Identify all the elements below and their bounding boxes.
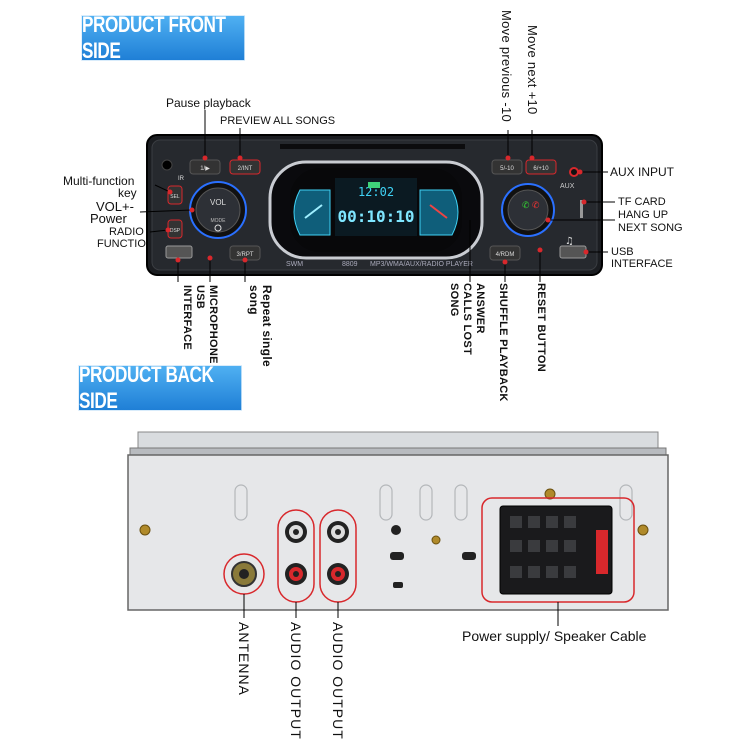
ir-window <box>161 159 173 171</box>
label-radio: RADIO <box>109 226 144 238</box>
mode-knob-label: MODE <box>211 218 227 224</box>
button-2-label: 2/INT <box>238 166 253 172</box>
music-note-icon: ♫ <box>565 236 574 247</box>
label-audio-output-1: AUDIO OUTPUT <box>288 622 304 740</box>
hangup-phone-icon: ✆ <box>532 201 540 211</box>
back-title-banner: PRODUCT BACK SIDE <box>79 362 242 413</box>
label-preview-all-songs: PREVIEW ALL SONGS <box>220 115 336 127</box>
label-aux-input: AUX INPUT <box>610 165 675 179</box>
front-panel-top-slot <box>280 144 465 149</box>
label-usb-right: USB <box>611 246 634 258</box>
label-shuffle-playback: SHUFFLE PLAYBACK <box>497 283 509 402</box>
front-title: PRODUCT FRONT SIDE <box>82 12 226 63</box>
label-repeat-single-song: Repeat single song <box>247 285 274 367</box>
ir-text: IR <box>178 176 185 182</box>
label-tf-card: TF CARD <box>618 196 666 208</box>
label-usb-right-interface: INTERFACE <box>611 258 673 270</box>
button-6 <box>525 159 557 175</box>
dsp-text: DSP <box>170 228 181 234</box>
label-reset-button: RESET BUTTON <box>535 283 547 372</box>
formats-text: MP3/WMA/AUX/RADIO PLAYER <box>370 261 473 268</box>
label-usb-interface-left: USB INTERFACE <box>181 285 206 351</box>
answer-phone-icon: ✆ <box>522 201 530 211</box>
label-answer-calls: ANSWER CALLS LOST SONG <box>448 283 486 356</box>
aux-text: AUX <box>560 183 575 190</box>
label-audio-output-2: AUDIO OUTPUT <box>330 622 346 740</box>
right-knob <box>507 189 549 231</box>
button-5-label: 5/-10 <box>500 166 514 172</box>
button-2 <box>229 159 261 175</box>
label-antenna: ANTENNA <box>236 622 252 696</box>
label-next-song: NEXT SONG <box>618 222 683 234</box>
label-move-next: Move next +10 <box>525 25 540 115</box>
vol-knob-label: VOL <box>210 198 227 207</box>
lcd-counter: 00:10:10 <box>337 207 414 226</box>
label-vol: VOL+- <box>96 199 134 214</box>
label-move-previous: Move previous -10 <box>499 10 514 123</box>
button-4-label: 4/RDM <box>496 252 515 258</box>
label-multi-function-key: key <box>118 186 137 200</box>
model-text: 8809 <box>342 261 358 268</box>
label-multi-function: Multi-function <box>63 174 135 188</box>
label-power-speaker-cable: Power supply/ Speaker Cable <box>462 628 647 644</box>
button-1-label: 1/▶ <box>200 166 210 172</box>
button-6-label: 6/+10 <box>533 166 549 172</box>
brand-text: SWM <box>286 261 303 268</box>
vol-knob <box>195 187 241 233</box>
power-icon <box>214 224 222 232</box>
button-3-label: 3/RPT <box>236 252 253 258</box>
front-title-banner: PRODUCT FRONT SIDE <box>82 12 245 63</box>
sel-text: SEL <box>170 194 180 200</box>
tf-slot <box>580 200 583 218</box>
screws <box>139 488 649 545</box>
lcd-time: 12:02 <box>358 185 394 199</box>
back-title: PRODUCT BACK SIDE <box>79 362 214 413</box>
label-radio-function: FUNCTION <box>97 238 154 250</box>
label-microphone: MICROPHONE <box>207 285 219 364</box>
label-pause-playback: Pause playback <box>166 96 251 110</box>
label-hang-up: HANG UP <box>618 209 669 221</box>
center-hole <box>391 525 401 535</box>
label-power: Power <box>90 211 127 226</box>
